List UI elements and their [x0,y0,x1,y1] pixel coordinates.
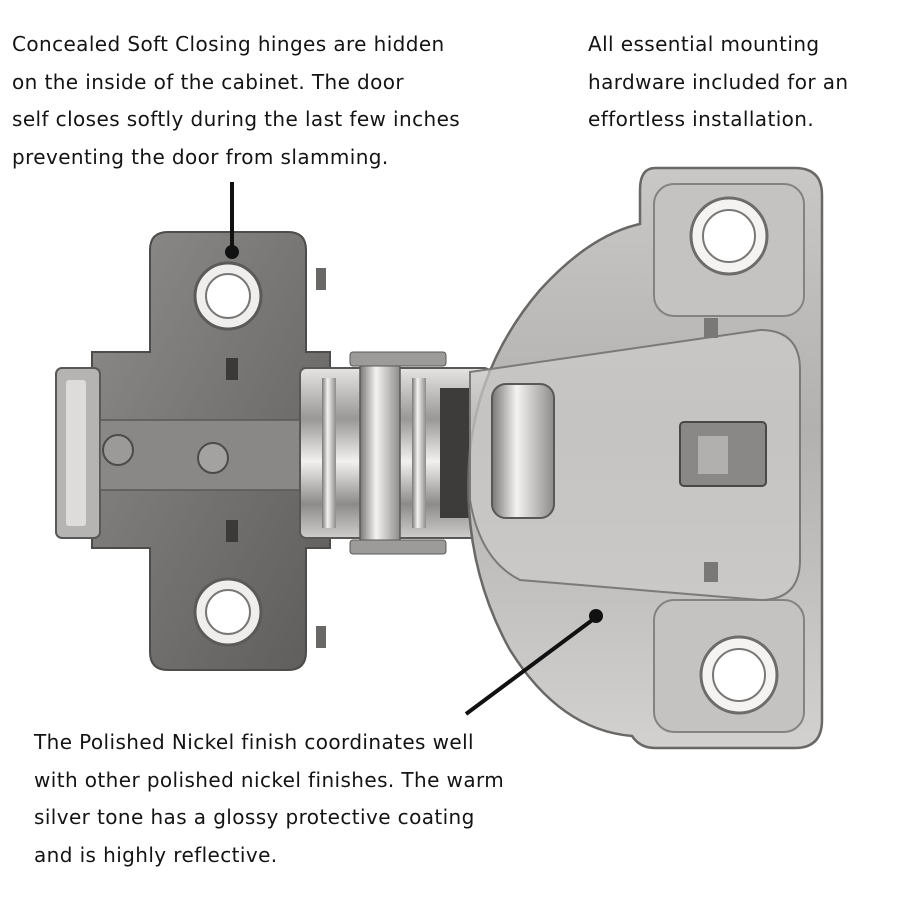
screw-hole-bottom-left [193,577,263,647]
hardware-line-3: effortless installation. [588,107,815,131]
finish-line-4: and is highly reflective. [34,842,278,867]
screw-hole-bottom-right [699,635,779,715]
hardware-line-1: All essential mounting [588,32,820,56]
soft-close-line-3: self closes softly during the last few i… [12,107,461,131]
hinge-cup [467,166,824,750]
mounting-plate [55,231,331,671]
hinge-arm [299,351,491,555]
soft-close-line-1: Concealed Soft Closing hinges are hidden [12,32,445,56]
hardware-caption: All essential mounting hardware included… [588,26,848,139]
finish-line-1: The Polished Nickel finish coordinates w… [34,730,475,754]
soft-close-pointer [225,182,239,259]
finish-line-2: with other polished nickel finishes. The… [34,767,505,792]
hardware-line-2: hardware included for an [588,69,849,94]
soft-close-line-4: preventing the door from slamming. [12,144,389,169]
finish-caption: The Polished Nickel finish coordinates w… [34,724,504,874]
screw-hole-top-left [193,261,263,331]
finish-pointer [464,609,603,716]
soft-close-caption: Concealed Soft Closing hinges are hidden… [12,26,460,176]
soft-close-line-2: on the inside of the cabinet. The door [12,69,405,94]
screw-hole-top-right [689,196,769,276]
finish-line-3: silver tone has a glossy protective coat… [34,805,475,829]
